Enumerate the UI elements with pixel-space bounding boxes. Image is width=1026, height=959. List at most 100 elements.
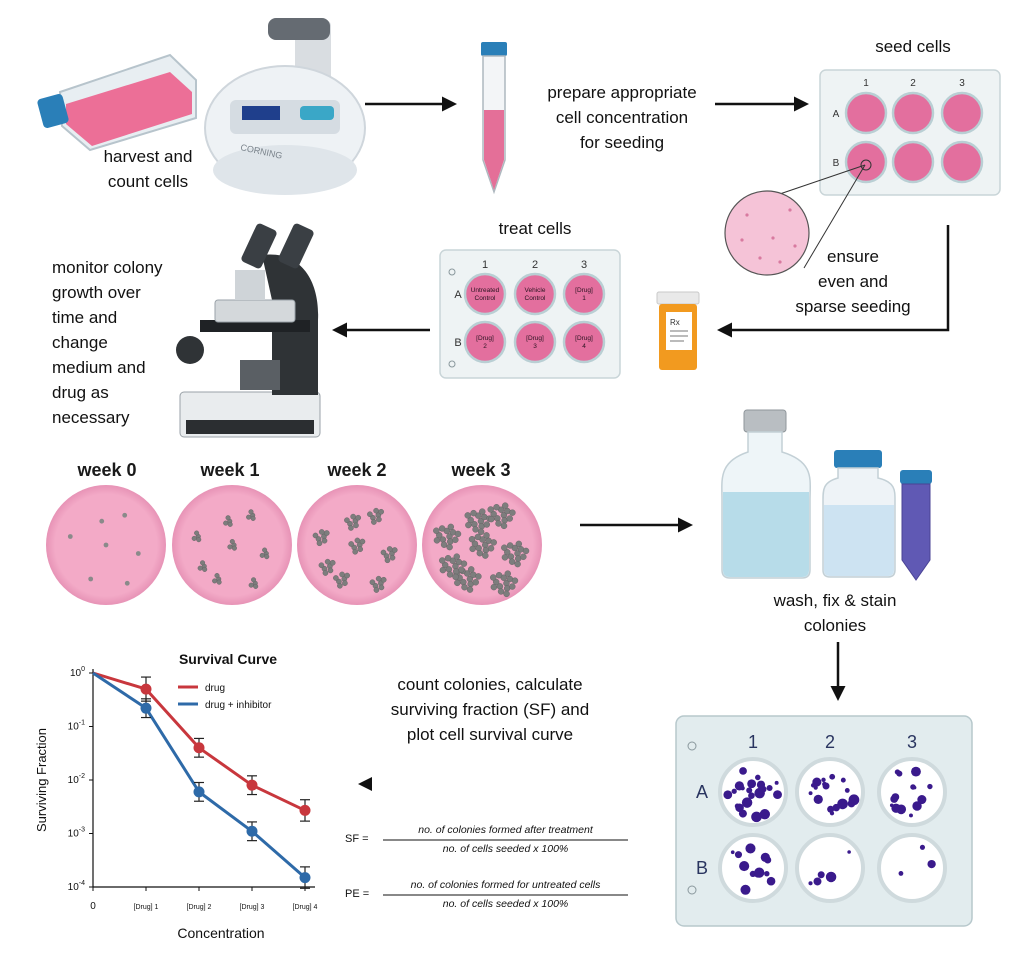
colony — [353, 522, 359, 529]
colony — [216, 579, 222, 585]
colony — [375, 575, 382, 582]
stain-col-label: 1 — [748, 732, 758, 752]
treat-well — [463, 320, 507, 364]
colony — [322, 570, 329, 576]
stained-colony — [739, 767, 747, 775]
magnify-source — [860, 159, 872, 171]
stained-colony — [912, 785, 917, 790]
arrow-to-treatment — [717, 225, 950, 338]
colony — [503, 590, 510, 598]
x-axis-label: Concentration — [177, 925, 264, 941]
colony — [321, 537, 328, 544]
colony — [229, 539, 235, 545]
stained-colony — [759, 785, 767, 793]
stained-colony — [919, 844, 926, 850]
data-point — [193, 742, 205, 754]
seed-well — [940, 91, 984, 135]
stain-well — [795, 757, 865, 827]
data-point — [193, 786, 205, 798]
colony — [490, 583, 498, 591]
seed-well — [844, 91, 888, 135]
colony — [440, 541, 448, 548]
stained-colony — [759, 809, 770, 820]
colony — [246, 514, 252, 520]
stained-colony — [927, 859, 936, 869]
chart-title: Survival Curve — [179, 651, 277, 667]
colony — [373, 507, 379, 514]
colony — [337, 582, 343, 589]
colony — [225, 515, 231, 521]
pe-denominator: no. of cells seeded x 100% — [442, 898, 569, 910]
colony — [461, 583, 468, 591]
colony — [99, 518, 105, 524]
treat-well — [562, 320, 606, 364]
stained-colony — [891, 803, 901, 813]
stained-colony — [896, 770, 903, 777]
culture-flask-icon — [37, 53, 197, 152]
stained-colony — [731, 788, 737, 794]
pe-label: PE = — [345, 888, 370, 900]
stained-colony — [808, 881, 813, 886]
treat-well — [513, 320, 557, 364]
colony — [474, 533, 482, 541]
colony — [482, 552, 489, 559]
y-tick-label: 10-2 — [68, 773, 85, 786]
colony — [197, 565, 203, 571]
colony — [465, 521, 472, 529]
stained-colony — [808, 791, 813, 796]
seed-row-label: B — [833, 158, 840, 169]
stained-colony — [754, 867, 765, 878]
stained-colony — [734, 851, 743, 859]
wash-bottle-icon — [721, 409, 812, 579]
stain-col-label: 2 — [825, 732, 835, 752]
magnify-line-top — [767, 164, 866, 199]
week-1-label: week 1 — [200, 460, 260, 480]
colony — [509, 509, 516, 516]
colony — [433, 527, 440, 534]
colony — [67, 534, 73, 539]
colony — [122, 512, 128, 518]
colony — [248, 509, 254, 515]
stained-colony — [745, 843, 756, 854]
treat-row-label: A — [454, 289, 462, 301]
colony — [487, 506, 494, 513]
y-tick-label: 10-1 — [68, 720, 85, 733]
treat-well — [562, 272, 606, 316]
colony — [194, 530, 200, 536]
legend-label: drug — [205, 683, 225, 694]
colony — [196, 537, 202, 543]
colony — [202, 566, 208, 572]
stained-colony — [766, 876, 776, 886]
colony — [506, 542, 514, 549]
y-tick-label: 10-3 — [68, 827, 85, 840]
colony — [214, 573, 220, 579]
step-treat-label: treat cells — [498, 219, 572, 238]
stained-colony — [847, 850, 851, 854]
series-line-1 — [92, 671, 306, 879]
stained-colony — [738, 809, 747, 818]
step-ensure-label: ensure even and sparse seeding — [795, 247, 911, 316]
colony — [488, 515, 495, 523]
stained-colony — [741, 797, 753, 808]
colony — [191, 535, 197, 541]
treat-well-label: [Drug]4 — [575, 335, 593, 350]
colony — [323, 530, 330, 536]
colony — [501, 544, 508, 551]
y-tick-label: 10-4 — [68, 880, 85, 893]
stained-colony — [849, 801, 855, 807]
stained-colony — [917, 795, 927, 805]
colony — [250, 515, 256, 521]
colony — [135, 551, 141, 556]
colony — [514, 560, 521, 568]
stain-col-label: 3 — [907, 732, 917, 752]
y-axis-label: Surviving Fraction — [34, 728, 49, 832]
colony — [468, 535, 476, 543]
colony — [452, 573, 459, 581]
survival-chart: Survival Curve10010-110-210-310-40[Drug]… — [34, 651, 318, 941]
colony — [357, 546, 364, 552]
week-2-label: week 2 — [327, 460, 387, 480]
colony — [352, 548, 358, 555]
